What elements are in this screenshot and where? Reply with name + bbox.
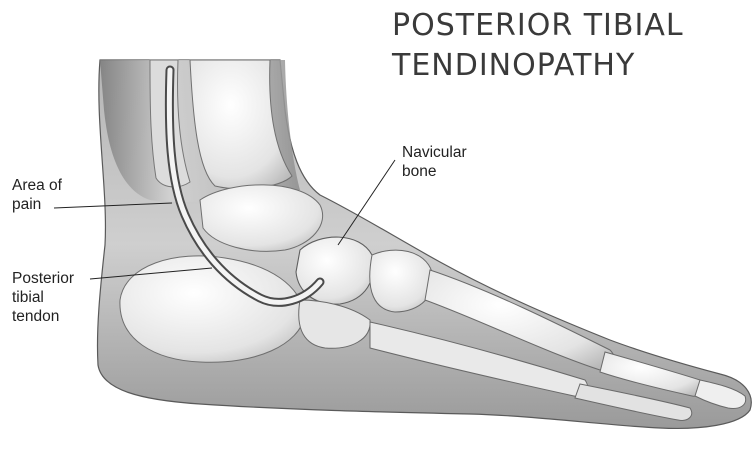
cuneiform-bone (370, 250, 433, 312)
label-navicular-bone-line-1: Navicular (402, 143, 467, 162)
label-area-of-pain: Area of pain (12, 176, 62, 214)
label-navicular-bone-line-2: bone (402, 162, 467, 181)
label-posterior-tibial-tendon: Posterior tibial tendon (12, 269, 74, 326)
diagram-title: POSTERIOR TIBIAL TENDINOPATHY (392, 6, 684, 86)
talus-bone (200, 185, 323, 251)
title-line-1: POSTERIOR TIBIAL (392, 6, 684, 46)
label-posterior-tibial-tendon-line-2: tibial (12, 288, 74, 307)
label-posterior-tibial-tendon-line-3: tendon (12, 307, 74, 326)
label-posterior-tibial-tendon-line-1: Posterior (12, 269, 74, 288)
label-navicular-bone: Navicular bone (402, 143, 467, 181)
label-area-of-pain-line-1: Area of (12, 176, 62, 195)
label-area-of-pain-line-2: pain (12, 195, 62, 214)
title-line-2: TENDINOPATHY (392, 46, 684, 86)
